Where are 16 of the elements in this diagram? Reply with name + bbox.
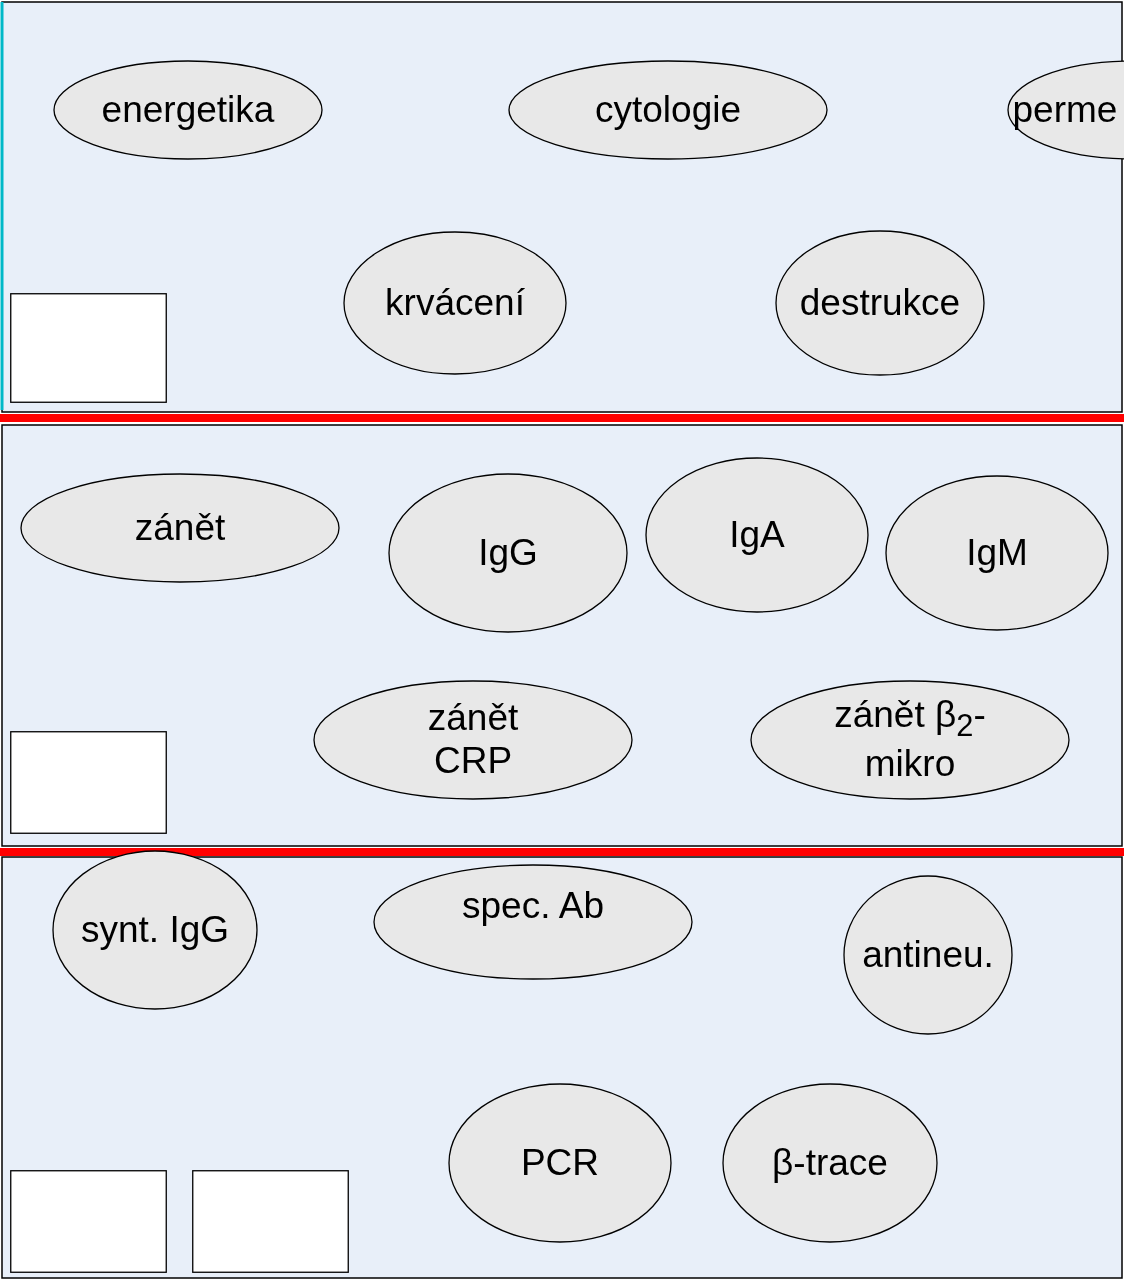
oval-label: zánět β$_{2}$-mikro (834, 694, 986, 786)
oval-label: energetika (100, 88, 276, 132)
oval-label: spec. Ab (461, 884, 605, 928)
oval-label: IgA (728, 513, 786, 557)
oval-label: synt. IgG (79, 908, 231, 952)
oval-label: antineu. (861, 933, 995, 977)
oval-label: zánět (133, 506, 227, 550)
oval-label: IgM (965, 531, 1029, 575)
oval-label: β-trace (771, 1141, 889, 1185)
oval-label: cytologie (594, 88, 742, 132)
oval-label: destrukce (798, 281, 962, 325)
oval-label: zánět CRP (426, 697, 520, 783)
oval-label: PCR (519, 1141, 601, 1185)
oval-label: perme (1011, 88, 1119, 132)
oval-label: krvácení (384, 281, 526, 325)
oval-label: IgG (477, 531, 539, 575)
